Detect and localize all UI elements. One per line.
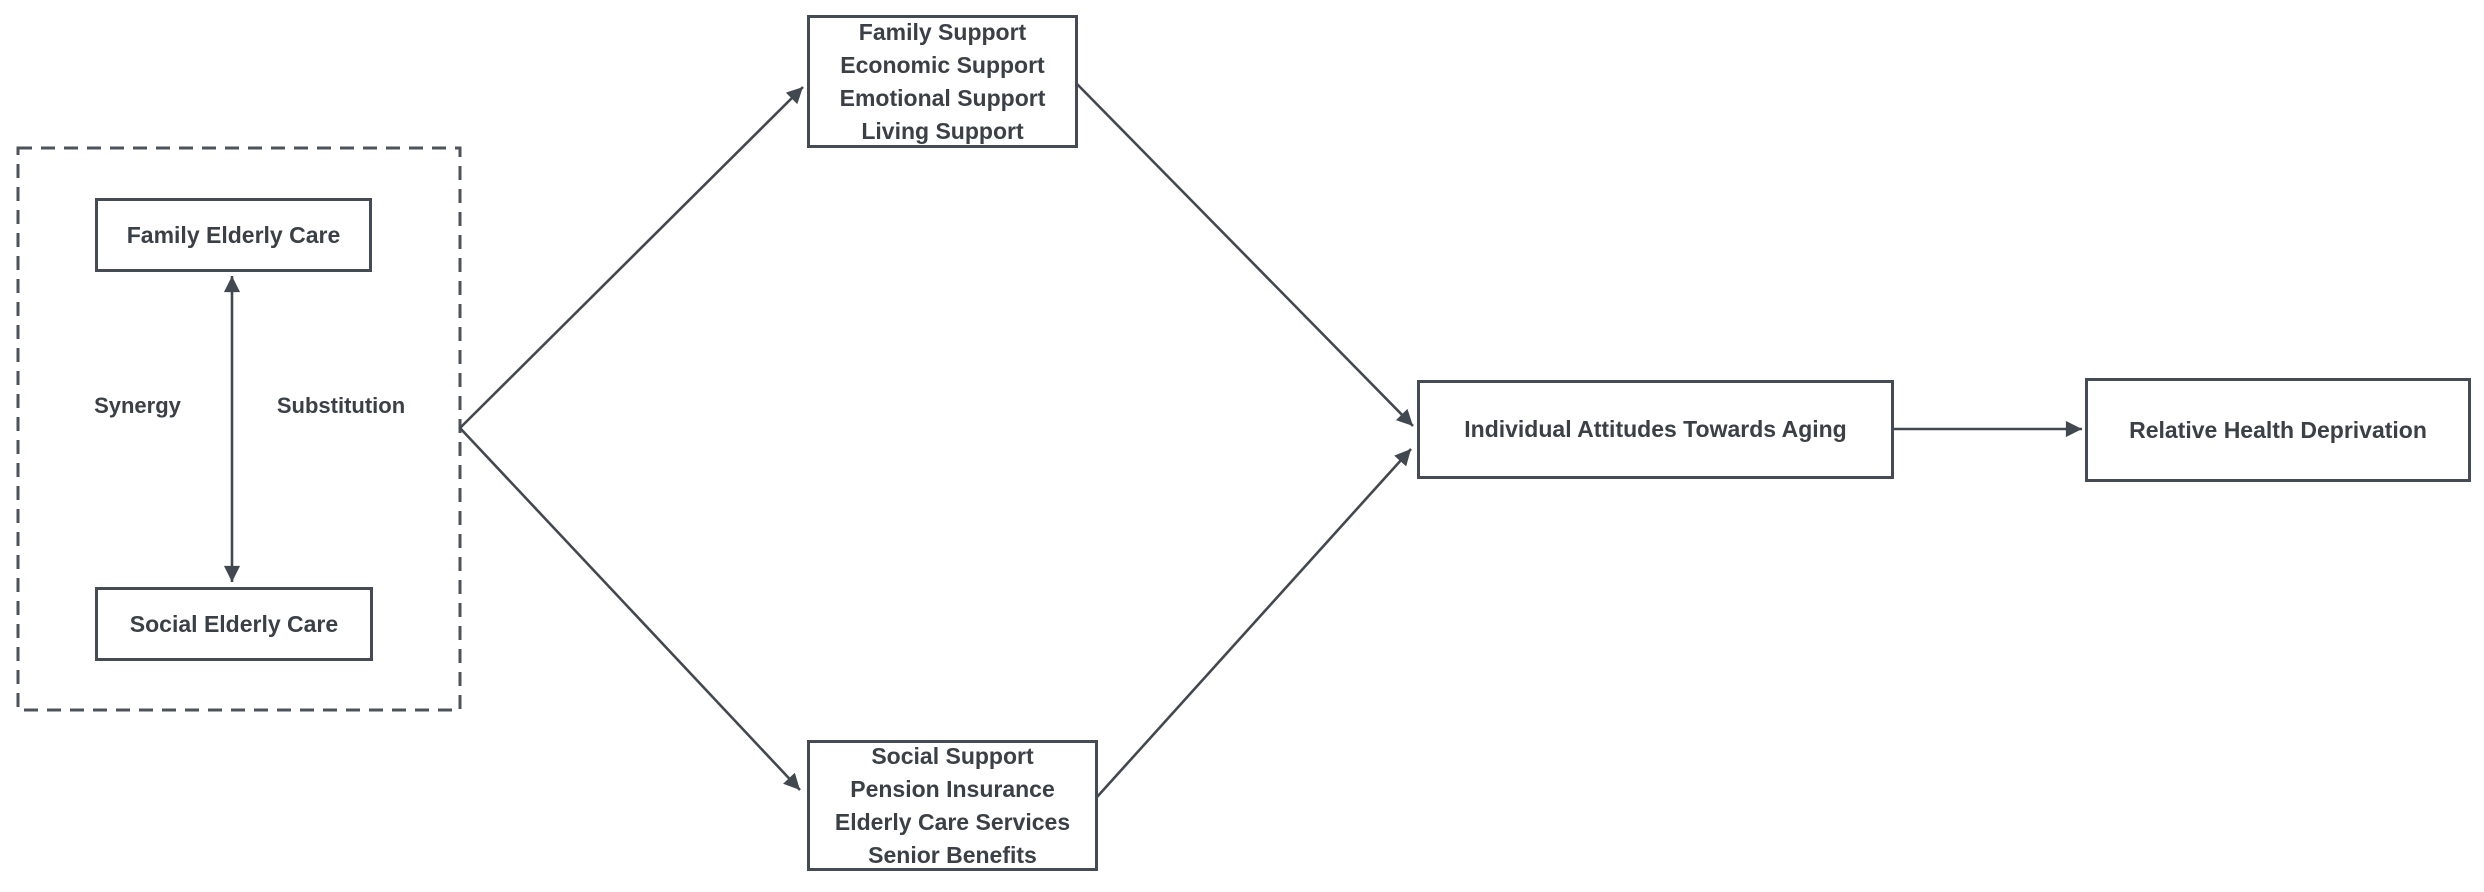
node-relative-health-deprivation-label: Relative Health Deprivation bbox=[2129, 416, 2427, 443]
substitution-label: Substitution bbox=[276, 393, 406, 418]
node-social-support-line-2: Pension Insurance bbox=[850, 775, 1055, 802]
arrow-container-to-family-support bbox=[459, 86, 804, 429]
node-family-support-line-3: Emotional Support bbox=[839, 84, 1046, 111]
node-family-elderly-care-label: Family Elderly Care bbox=[126, 221, 341, 248]
node-family-support-line-1: Family Support bbox=[858, 18, 1027, 45]
node-family-support-line-4: Living Support bbox=[861, 117, 1024, 144]
arrow-social-support-to-attitudes bbox=[1096, 448, 1412, 798]
node-social-support-line-1: Social Support bbox=[871, 742, 1034, 769]
node-family-support-line-2: Economic Support bbox=[840, 51, 1045, 78]
arrow-family-support-to-attitudes bbox=[1076, 83, 1414, 427]
arrow-container-to-social-support bbox=[459, 427, 801, 791]
node-social-support: Social Support Pension Insurance Elderly… bbox=[807, 740, 1098, 871]
node-individual-attitudes: Individual Attitudes Towards Aging bbox=[1417, 380, 1894, 479]
node-family-support: Family Support Economic Support Emotiona… bbox=[807, 15, 1078, 148]
node-individual-attitudes-label: Individual Attitudes Towards Aging bbox=[1464, 416, 1847, 442]
node-social-elderly-care-label: Social Elderly Care bbox=[129, 610, 339, 637]
node-social-support-line-3: Elderly Care Services bbox=[834, 808, 1071, 835]
node-relative-health-deprivation: Relative Health Deprivation bbox=[2085, 378, 2471, 482]
synergy-label: Synergy bbox=[94, 393, 181, 418]
node-social-support-line-4: Senior Benefits bbox=[868, 841, 1037, 868]
node-family-elderly-care: Family Elderly Care bbox=[95, 198, 372, 272]
node-social-elderly-care: Social Elderly Care bbox=[95, 587, 373, 661]
